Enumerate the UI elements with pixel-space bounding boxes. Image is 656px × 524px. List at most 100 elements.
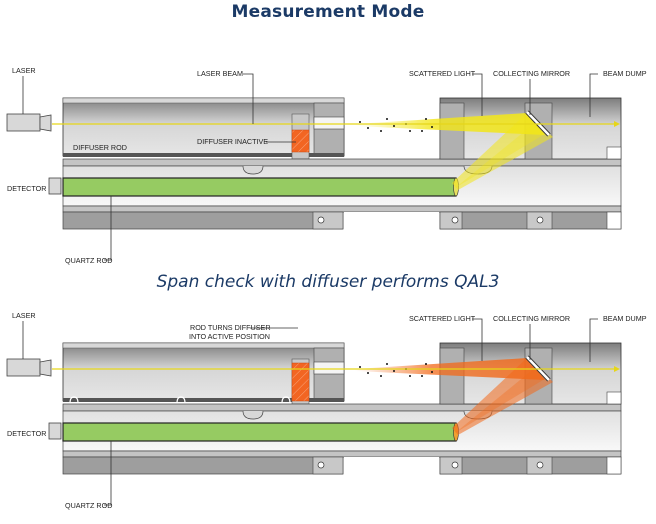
rod-hook-0 <box>69 396 79 404</box>
particle-3 <box>380 130 382 132</box>
particle-6 <box>409 130 411 132</box>
particle-3 <box>380 375 382 377</box>
leader-scattered-light <box>472 73 483 116</box>
leader-beam-dump <box>589 318 598 362</box>
particle-0 <box>359 366 361 368</box>
laser-lens-icon <box>39 359 52 377</box>
screw-hole <box>536 216 544 224</box>
beam-window <box>313 361 345 375</box>
particle-7 <box>421 130 423 132</box>
upper-rail <box>62 403 622 412</box>
particle-6 <box>409 375 411 377</box>
quartz-rod <box>62 177 457 197</box>
left-housing-end-block <box>313 102 345 157</box>
label-beam-dump: BEAM DUMP <box>603 314 647 323</box>
lower-rail <box>62 205 622 213</box>
laser-lens-icon <box>39 114 52 132</box>
particle-7 <box>421 375 423 377</box>
right-housing-wall <box>439 347 465 405</box>
scatter-beam-reflected <box>452 358 553 435</box>
particle-4 <box>393 370 395 372</box>
leader-quartz-rod <box>104 441 112 506</box>
diffuser-rod <box>63 153 344 157</box>
leader-beam-dump <box>589 73 598 117</box>
panel-title-measurement: Measurement Mode <box>231 2 425 22</box>
panel-title-span-check: Span check with diffuser performs QAL3 <box>156 272 500 292</box>
particle-1 <box>386 118 388 120</box>
beam-dump-notch <box>606 146 622 160</box>
quartz-rod <box>62 422 457 442</box>
label-detector: DETECTOR <box>7 184 46 193</box>
laser-beam-arrow <box>614 121 620 127</box>
label-beam-dump: BEAM DUMP <box>603 69 647 78</box>
upper-rail <box>62 158 622 167</box>
laser-icon <box>6 358 41 377</box>
label-diffuser-state-2: INTO ACTIVE POSITION <box>189 332 270 341</box>
label-scattered-light: SCATTERED LIGHT <box>409 314 476 323</box>
label-laser-beam: LASER BEAM <box>197 69 243 78</box>
scatter-beam-reflected <box>452 113 553 190</box>
beam-dump-notch <box>606 391 622 405</box>
label-laser: LASER <box>12 311 36 320</box>
laser-beam-arrow <box>614 366 620 372</box>
diffuser-rod <box>63 398 344 402</box>
label-detector: DETECTOR <box>7 429 46 438</box>
leader-laser-beam <box>243 73 254 124</box>
left-housing-top-rim <box>62 97 345 104</box>
scatter-beam-core <box>455 367 548 433</box>
left-housing-end-block <box>313 347 345 402</box>
lens-left <box>242 410 264 420</box>
left-housing-top-rim <box>62 342 345 349</box>
label-collecting-mirror: COLLECTING MIRROR <box>493 69 570 78</box>
particle-8 <box>425 363 427 365</box>
lower-rail <box>62 450 622 458</box>
rod-hook-1 <box>176 396 186 404</box>
particle-8 <box>425 118 427 120</box>
screw-hole <box>536 461 544 469</box>
detector-icon <box>48 177 62 195</box>
particle-9 <box>431 126 433 128</box>
bottom-block-right-end <box>606 211 622 230</box>
right-housing-wall <box>439 102 465 160</box>
particle-1 <box>386 363 388 365</box>
bottom-gap <box>344 212 439 231</box>
bottom-block-right-end <box>606 456 622 475</box>
label-diffuser-rod: DIFFUSER ROD <box>73 143 127 152</box>
bottom-block-right-a <box>439 211 463 230</box>
screw-hole <box>451 461 459 469</box>
label-collecting-mirror: COLLECTING MIRROR <box>493 314 570 323</box>
measurement-mode-diagram: LASER LASER BEAM DIFFUSER ROD DIFFUSER INAC… <box>6 66 647 265</box>
bottom-block-right-a <box>439 456 463 475</box>
particle-4 <box>393 125 395 127</box>
screw-hole <box>451 216 459 224</box>
laser-icon <box>6 113 41 132</box>
particle-2 <box>367 372 369 374</box>
bottom-block-left <box>62 211 344 230</box>
particle-2 <box>367 127 369 129</box>
detector-icon <box>48 422 62 440</box>
bottom-block-left-end <box>312 211 344 230</box>
label-diffuser-state: DIFFUSER INACTIVE <box>197 137 268 146</box>
leader-scattered-light <box>472 318 483 361</box>
leader-quartz-rod <box>104 196 112 261</box>
diffuser-active <box>291 362 310 402</box>
diffuser-inactive <box>291 129 310 153</box>
bottom-block-left <box>62 456 344 475</box>
beam-window <box>313 116 345 130</box>
bottom-gap <box>344 457 439 476</box>
particle-9 <box>431 371 433 373</box>
label-scattered-light: SCATTERED LIGHT <box>409 69 476 78</box>
label-quartz-rod: QUARTZ ROD <box>65 256 112 265</box>
particle-0 <box>359 121 361 123</box>
screw-hole <box>317 461 325 469</box>
label-diffuser-state-1: ROD TURNS DIFFUSER <box>190 323 271 332</box>
label-quartz-rod: QUARTZ ROD <box>65 501 112 510</box>
bottom-block-left-end <box>312 456 344 475</box>
screw-hole <box>317 216 325 224</box>
scatter-beam-core <box>455 122 548 188</box>
label-laser: LASER <box>12 66 36 75</box>
rod-hook-2 <box>281 396 291 404</box>
lens-left <box>242 165 264 175</box>
